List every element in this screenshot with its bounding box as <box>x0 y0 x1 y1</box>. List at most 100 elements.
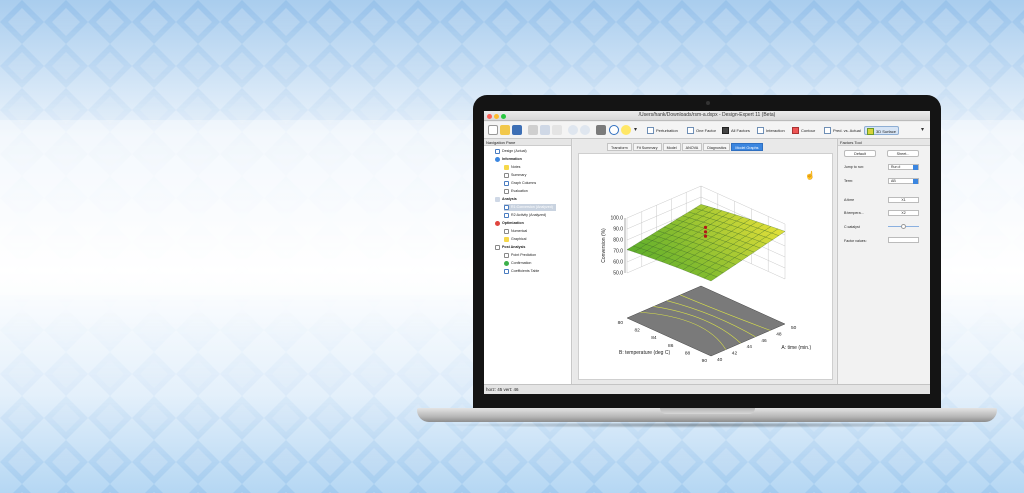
tab-model[interactable]: Model <box>662 143 681 151</box>
default-button[interactable]: Default <box>844 150 876 157</box>
design-point <box>703 234 708 238</box>
nav-item-r1-conversion[interactable]: R1:Conversion (Analyzed) <box>504 204 556 211</box>
close-window-button[interactable] <box>487 114 492 119</box>
tab-transform[interactable]: Transform <box>607 143 632 151</box>
analysis-icon <box>495 196 500 202</box>
y-tick-label: 86 <box>668 343 674 349</box>
tip-bulb-icon[interactable] <box>621 125 631 135</box>
window-title: /Users/hank/Downloads/rsm-a.dxpx - Desig… <box>638 112 776 118</box>
one-factor-icon <box>687 127 694 135</box>
minimize-window-button[interactable] <box>494 114 499 119</box>
jump-to-run-select[interactable]: Run # <box>888 164 919 170</box>
contour-button[interactable]: Contour <box>792 126 815 135</box>
3d-surface-button[interactable]: 3D Surface <box>864 126 900 136</box>
new-file-icon[interactable] <box>488 125 498 135</box>
redo-icon[interactable] <box>580 125 590 135</box>
laptop-base <box>417 408 997 422</box>
camera-icon <box>706 101 710 105</box>
analysis-tabs: Transform Fit Summary Model ANOVA Diagno… <box>607 143 763 151</box>
open-folder-icon[interactable] <box>500 125 510 135</box>
tab-model-graphs[interactable]: Model Graphs <box>731 143 763 151</box>
cursor-icon: ☝ <box>805 170 815 180</box>
print-icon[interactable] <box>596 125 606 135</box>
factor-c-slider-handle[interactable] <box>901 224 906 229</box>
factor-b-label: B:tempera... <box>844 211 864 215</box>
sheet-button[interactable]: Sheet... <box>887 150 919 157</box>
chevron-down-icon <box>913 165 918 170</box>
factor-values-field[interactable] <box>888 237 919 243</box>
factors-tool-title: Factors Tool <box>838 139 930 146</box>
nav-item-graph-columns[interactable]: Graph Columns <box>504 180 536 187</box>
factor-values-label: Factor values: <box>844 239 867 243</box>
all-factors-icon <box>722 127 729 135</box>
design-point <box>703 230 708 234</box>
factor-b-axis[interactable]: X2 <box>888 210 919 216</box>
perturbation-button[interactable]: Perturbation <box>647 126 678 135</box>
post-analysis-icon <box>495 244 500 250</box>
contour-line <box>640 311 727 350</box>
zoom-window-button[interactable] <box>501 114 506 119</box>
surface-cell <box>771 228 786 236</box>
dropdown-icon[interactable]: ▾ <box>634 127 638 133</box>
factors-tool-pane: Factors Tool Default Sheet... Jump to ru… <box>837 139 930 384</box>
nav-item-r2-activity[interactable]: R2:Activity (Analyzed) <box>504 212 546 219</box>
y-tick-label: 82 <box>634 328 640 334</box>
nav-item-post-analysis[interactable]: Post Analysis <box>495 244 525 251</box>
app-window: /Users/hank/Downloads/rsm-a.dxpx - Desig… <box>484 111 930 394</box>
help-icon[interactable] <box>609 125 619 135</box>
cut-icon[interactable] <box>528 125 538 135</box>
nav-item-design[interactable]: Design (Actual) <box>495 148 527 155</box>
response-icon <box>504 204 509 210</box>
nav-item-confirmation[interactable]: Confirmation <box>504 260 531 267</box>
paste-icon[interactable] <box>552 125 562 135</box>
save-icon[interactable] <box>512 125 522 135</box>
z-tick-label: 100.0 <box>610 216 623 222</box>
graphical-icon <box>504 236 509 242</box>
z-tick-label: 70.0 <box>613 249 623 255</box>
interaction-button[interactable]: Interaction <box>757 126 785 135</box>
navigation-pane: Navigation Pane Design (Actual) Informat… <box>484 139 572 384</box>
nav-item-evaluation[interactable]: Evaluation <box>504 188 528 195</box>
nav-item-analysis[interactable]: Analysis <box>495 196 517 203</box>
factor-a-axis[interactable]: X1 <box>888 197 919 203</box>
evaluation-icon <box>504 188 509 194</box>
nav-item-optimization[interactable]: Optimization <box>495 220 524 227</box>
grid-icon <box>495 148 500 154</box>
nav-item-graphical[interactable]: Graphical <box>504 236 526 243</box>
status-bar: horz: 45 vert: 46 <box>484 384 930 394</box>
nav-item-coefficients-table[interactable]: Coefficients Table <box>504 268 539 275</box>
nav-item-summary[interactable]: Summary <box>504 172 526 179</box>
tab-fit-summary[interactable]: Fit Summary <box>632 143 662 151</box>
nav-item-notes[interactable]: Notes <box>504 164 520 171</box>
toolbar-overflow-icon[interactable]: ▾ <box>921 127 925 133</box>
undo-icon[interactable] <box>568 125 578 135</box>
nav-item-numerical[interactable]: Numerical <box>504 228 527 235</box>
tab-anova[interactable]: ANOVA <box>681 143 703 151</box>
main-toolbar: ▾ Perturbation One Factor All Factors In… <box>484 122 930 139</box>
factor-a-label: A:time <box>844 198 855 202</box>
model-graphs-pane: Transform Fit Summary Model ANOVA Diagno… <box>573 139 836 384</box>
copy-icon[interactable] <box>540 125 550 135</box>
laptop-shadow <box>430 422 985 428</box>
summary-icon <box>504 172 509 178</box>
z-tick-label: 80.0 <box>613 238 623 244</box>
x-tick-label: 46 <box>761 338 767 344</box>
nav-item-point-prediction[interactable]: Point Prediction <box>504 252 536 259</box>
tab-diagnostics[interactable]: Diagnostics <box>703 143 731 151</box>
all-factors-button[interactable]: All Factors <box>722 126 750 135</box>
contour-line <box>680 294 771 331</box>
contour-line <box>653 306 741 344</box>
checkmark-icon <box>504 260 509 266</box>
note-icon <box>504 164 509 170</box>
nav-item-information[interactable]: Information <box>495 156 522 163</box>
term-label: Term: <box>844 179 853 183</box>
pred-vs-actual-button[interactable]: Pred. vs. Actual <box>824 126 861 135</box>
one-factor-button[interactable]: One Factor <box>687 126 716 135</box>
contour-icon <box>792 127 799 135</box>
term-select[interactable]: AB <box>888 178 919 184</box>
x-tick-label: 42 <box>732 351 738 357</box>
3d-surface-icon <box>867 128 874 136</box>
interaction-icon <box>757 127 764 135</box>
